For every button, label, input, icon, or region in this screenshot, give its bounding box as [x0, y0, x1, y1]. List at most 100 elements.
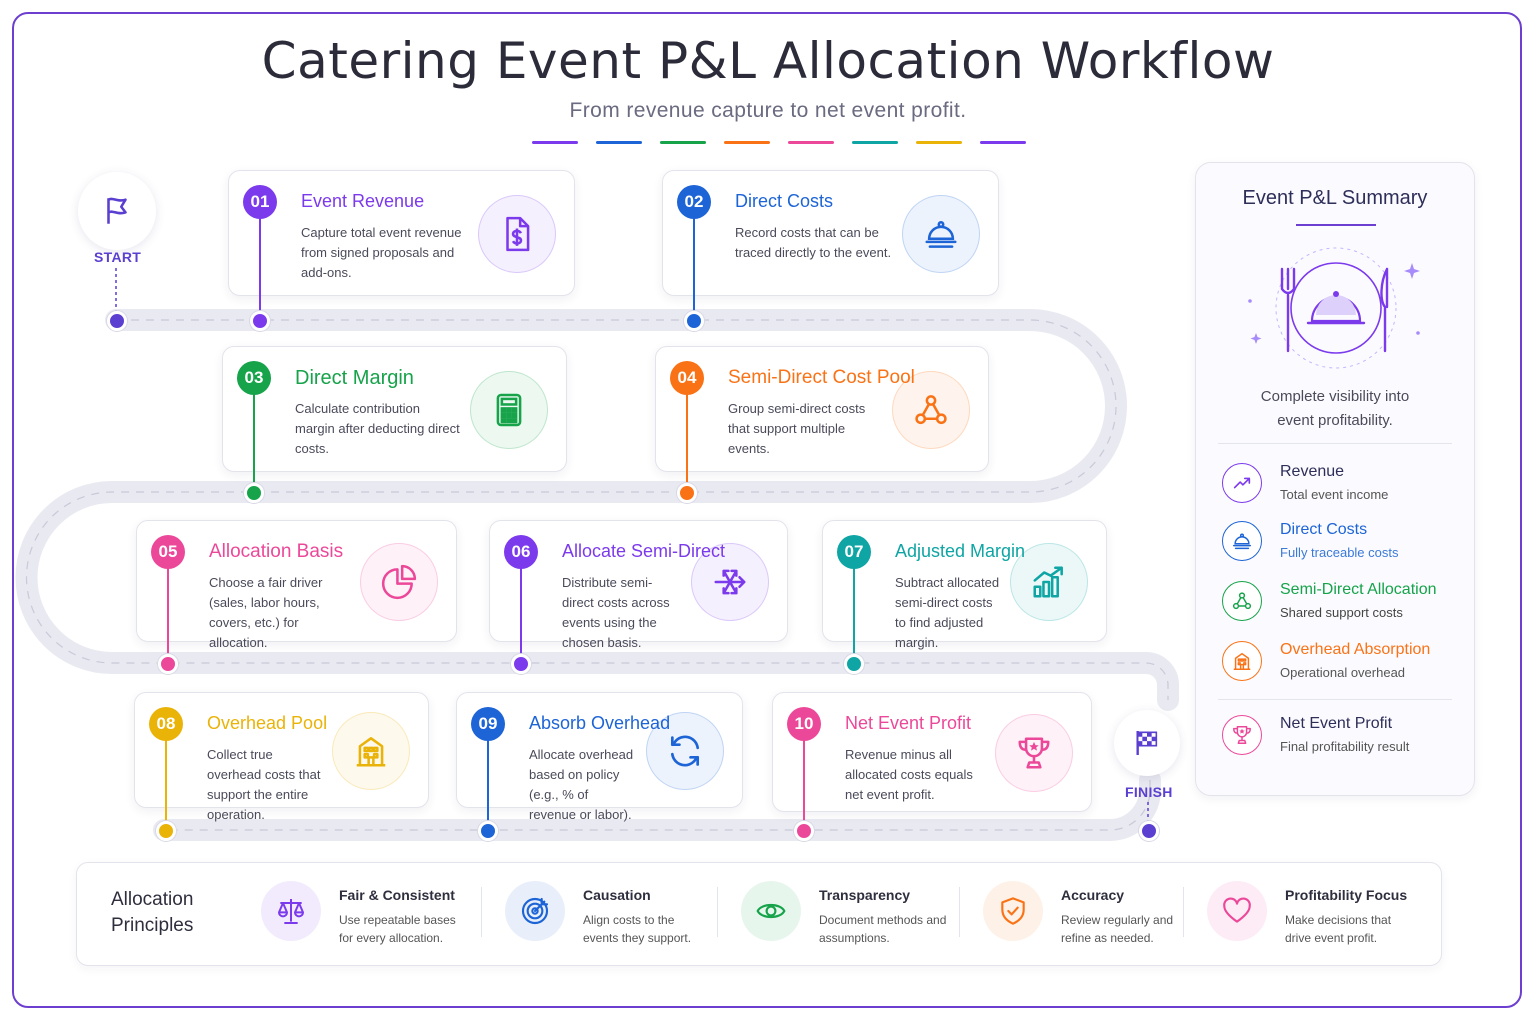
accent-bar	[532, 141, 578, 144]
cloche-icon	[902, 195, 980, 273]
principle-item: Accuracy Review regularly and refine as …	[983, 881, 1203, 947]
step-number-badge: 06	[504, 535, 538, 569]
trend-up-icon	[1222, 463, 1262, 503]
step-description: Allocate overhead based on policy (e.g.,…	[529, 747, 634, 822]
start-dot	[107, 311, 127, 331]
principle-name: Transparency	[819, 887, 911, 903]
accent-bar	[916, 141, 962, 144]
step-card-09: 09 Absorb Overhead Allocate overhead bas…	[456, 692, 743, 822]
step-title: Allocate Semi-Direct	[562, 541, 726, 561]
calculator-icon	[470, 371, 548, 449]
step-road-dot	[511, 654, 531, 674]
principle-divider	[1183, 887, 1184, 937]
summary-item: Revenue Total event income	[1222, 463, 1462, 507]
step-number-badge: 08	[149, 707, 183, 741]
step-description: Group semi-direct costs that support mul…	[728, 401, 866, 456]
eye-icon	[741, 881, 801, 941]
step-title: Absorb Overhead	[529, 713, 671, 733]
step-road-dot	[250, 311, 270, 331]
accent-bar	[724, 141, 770, 144]
principle-item: Profitability Focus Make decisions that …	[1207, 881, 1427, 947]
allocation-principles: Allocation Principles Fair & Consistent …	[76, 862, 1442, 966]
step-description: Subtract allocated semi-direct costs to …	[895, 575, 1000, 650]
step-number-badge: 03	[237, 361, 271, 395]
step-title: Net Event Profit	[845, 713, 972, 733]
step-title: Adjusted Margin	[895, 541, 1026, 561]
step-connector	[487, 740, 489, 830]
flag-icon	[107, 197, 127, 224]
step-title: Direct Costs	[735, 191, 834, 211]
target-icon	[505, 881, 565, 941]
principle-description: Align costs to the events they support.	[583, 913, 692, 945]
cloche-icon	[1222, 521, 1262, 561]
refresh-icon	[646, 712, 724, 790]
step-connector	[253, 394, 255, 492]
shield-check-icon	[983, 881, 1043, 941]
summary-item: Overhead Absorption Operational overhead	[1222, 641, 1462, 685]
summary-item-name: Net Event Profit	[1280, 715, 1393, 732]
step-road-dot	[478, 821, 498, 841]
step-connector	[693, 218, 695, 320]
step-card-03: 03 Direct Margin Calculate contribution …	[222, 346, 567, 472]
step-road-dot	[156, 821, 176, 841]
heart-icon	[1207, 881, 1267, 941]
step-connector	[803, 740, 805, 830]
trophy-icon	[1222, 715, 1262, 755]
page-subtitle: From revenue capture to net event profit…	[569, 99, 967, 122]
step-road-dot	[684, 311, 704, 331]
summary-item-sub: Total event income	[1280, 487, 1389, 502]
principle-name: Causation	[583, 887, 651, 903]
step-number-badge: 10	[787, 707, 821, 741]
pl-summary-panel: Event P&L Summary Complete visibility in…	[1195, 162, 1475, 796]
step-card-05: 05 Allocation Basis Choose a fair driver…	[136, 520, 457, 650]
summary-item-name: Revenue	[1280, 463, 1345, 480]
summary-item-sub: Shared support costs	[1280, 605, 1403, 620]
principle-item: Causation Align costs to the events they…	[505, 881, 725, 947]
principle-divider	[959, 887, 960, 937]
step-description: Distribute semi-direct costs across even…	[562, 575, 670, 650]
step-connector	[259, 218, 261, 320]
summary-item: Direct Costs Fully traceable costs	[1222, 521, 1462, 565]
principle-description: Review regularly and refine as needed.	[1061, 913, 1174, 945]
accent-bar	[852, 141, 898, 144]
summary-item: Net Event Profit Final profitability res…	[1222, 715, 1462, 759]
principle-name: Fair & Consistent	[339, 887, 455, 903]
summary-item-name: Overhead Absorption	[1280, 641, 1431, 658]
step-card-02: 02 Direct Costs Record costs that can be…	[662, 170, 999, 296]
step-number-badge: 04	[670, 361, 704, 395]
principle-description: Document methods and assumptions.	[819, 913, 947, 945]
principle-item: Transparency Document methods and assump…	[741, 881, 961, 947]
finish-flag	[1114, 710, 1180, 776]
summary-description: Complete visibility into event profitabi…	[1260, 388, 1410, 429]
step-number-badge: 05	[151, 535, 185, 569]
step-road-dot	[158, 654, 178, 674]
start-label: START	[94, 249, 142, 265]
step-connector	[853, 568, 855, 663]
step-number-badge: 02	[677, 185, 711, 219]
step-title: Allocation Basis	[209, 541, 344, 562]
split-arrows-icon	[691, 543, 769, 621]
summary-item-sub: Final profitability result	[1280, 739, 1410, 754]
network-icon	[892, 371, 970, 449]
step-title: Direct Margin	[295, 367, 414, 389]
building-icon	[332, 712, 410, 790]
outer-frame	[12, 12, 1522, 1008]
cutlery-cloche-icon	[1248, 247, 1420, 369]
principle-name: Accuracy	[1061, 887, 1125, 903]
accent-bar	[980, 141, 1026, 144]
page-title: Catering Event P&L Allocation Workflow	[261, 32, 1275, 90]
step-description: Revenue minus all allocated costs equals…	[845, 747, 973, 802]
step-connector	[167, 568, 169, 663]
finish-label: FINISH	[1125, 784, 1173, 800]
trophy-icon	[995, 714, 1073, 792]
step-road-dot	[244, 483, 264, 503]
principles-title: Allocation Principles	[111, 889, 194, 936]
accent-bar	[660, 141, 706, 144]
step-description: Collect true overhead costs that support…	[207, 747, 321, 822]
accent-bar	[596, 141, 642, 144]
step-description: Record costs that can be traced directly…	[735, 225, 892, 260]
principle-divider	[481, 887, 482, 937]
summary-title: Event P&L Summary	[1242, 187, 1428, 209]
summary-item-sub: Operational overhead	[1280, 665, 1406, 680]
